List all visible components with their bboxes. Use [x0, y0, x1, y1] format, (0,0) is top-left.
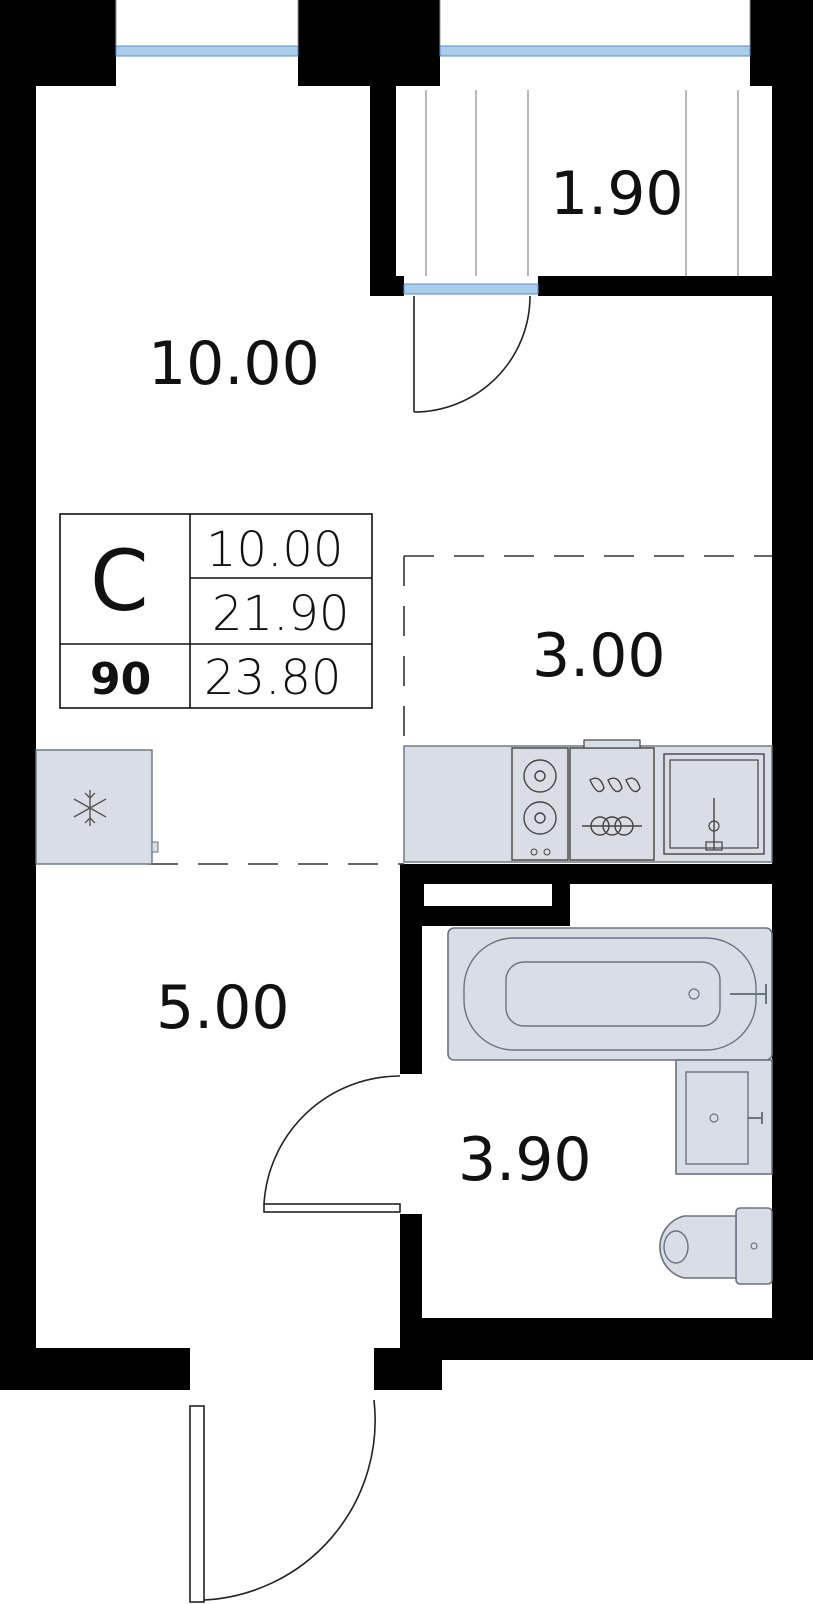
- bathtub-basin: [505, 961, 721, 1027]
- bathroom-fixtures: [447, 927, 773, 1285]
- cooktop-knob: [543, 848, 551, 856]
- balcony-railing: [425, 90, 739, 276]
- washbasin-drain: [709, 1113, 719, 1123]
- snowflake-icon: [73, 790, 107, 826]
- living-room-area: 10.00: [148, 329, 320, 399]
- toilet-tank: [735, 1207, 773, 1285]
- legend-total-area: 21.90: [212, 586, 349, 642]
- toilet-seat: [663, 1230, 689, 1264]
- wall-right: [772, 0, 813, 1360]
- wall-bottom-right: [400, 1318, 813, 1360]
- wall-balcony-bottom-left: [370, 276, 404, 296]
- dishwasher-top: [583, 739, 641, 749]
- wall-top-left: [0, 0, 116, 86]
- bathtub-faucet: [730, 984, 767, 1004]
- kitchen-counter: [403, 739, 773, 863]
- wall-left: [0, 0, 36, 1390]
- legend-total-with-balcony: 23.80: [204, 650, 341, 706]
- cooktop-burner: [523, 801, 557, 835]
- wall-top-middle: [298, 0, 440, 86]
- wall-bath-left-lower: [400, 1214, 422, 1334]
- dish-shape: [607, 777, 623, 793]
- balcony-door-arc: [413, 295, 531, 413]
- hallway-area: 5.00: [156, 973, 290, 1043]
- cooktop-burner: [534, 770, 546, 782]
- snowflake-tip: [84, 792, 96, 824]
- legend-number: 90: [90, 654, 151, 705]
- entrance-door-arc: [203, 1399, 376, 1601]
- kitchen-area: 3.00: [532, 621, 666, 691]
- bathroom-door-leaf: [263, 1203, 401, 1213]
- bathroom-door-arc: [263, 1075, 401, 1205]
- wall-bottom-left: [0, 1348, 190, 1390]
- fridge-body: [35, 749, 153, 865]
- doors: [189, 295, 531, 1603]
- wall-balcony-bottom: [538, 276, 778, 296]
- balcony-area: 1.90: [550, 159, 684, 229]
- cooktop-burner: [523, 759, 557, 793]
- cooktop-knob: [530, 848, 538, 856]
- legend-living-area: 10.00: [206, 522, 343, 578]
- dishes-icon: [582, 777, 642, 836]
- toilet-button: [750, 1242, 758, 1250]
- window-balcony-door: [403, 283, 539, 295]
- window-balcony: [439, 45, 751, 57]
- dish-shape: [625, 777, 641, 793]
- cooktop-burner: [534, 812, 546, 824]
- cooktop: [511, 747, 569, 861]
- fridge-handle: [151, 841, 159, 853]
- legend-frame: [59, 513, 373, 709]
- kitchen-drain: [708, 820, 720, 832]
- kitchen-faucet-base: [705, 841, 723, 851]
- vent-shaft-void: [424, 884, 552, 906]
- window-living: [115, 45, 299, 57]
- apartment-legend: С 90 10.00 21.90 23.80: [59, 513, 373, 709]
- washbasin-faucet: [748, 1112, 763, 1124]
- dishwasher: [569, 747, 655, 861]
- bathroom-area: 3.90: [458, 1125, 592, 1195]
- windows: [115, 0, 751, 295]
- entrance-door-leaf: [189, 1405, 205, 1603]
- bathtub: [447, 927, 773, 1061]
- toilet-bowl: [659, 1215, 737, 1279]
- dish-shape: [589, 777, 605, 793]
- fridge: [35, 749, 159, 865]
- legend-type-letter: С: [90, 532, 149, 630]
- bathtub-drain: [688, 988, 700, 1000]
- wall-balcony-left: [370, 86, 396, 296]
- zone-boundaries: [148, 555, 772, 865]
- snowflake-arm: [73, 798, 107, 818]
